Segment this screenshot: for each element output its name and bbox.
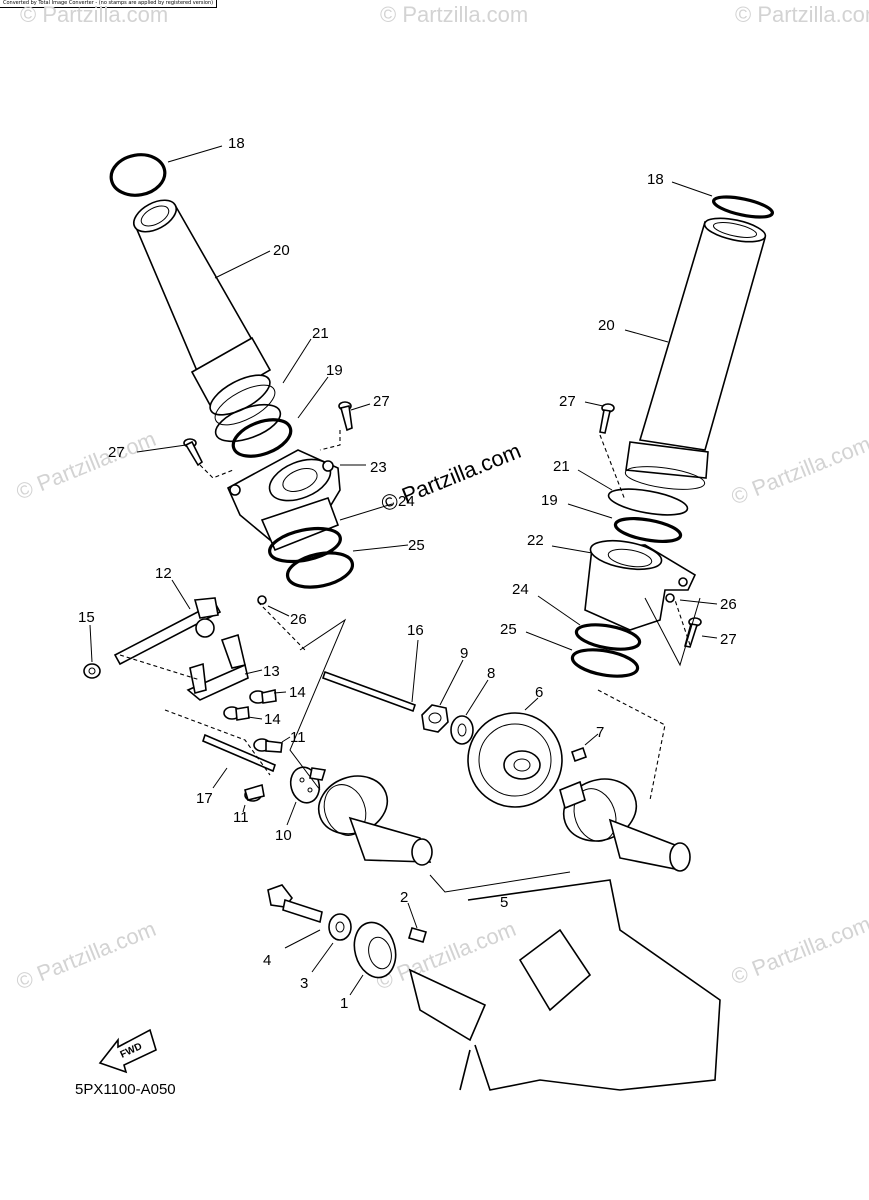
- crankshaft: [408, 879, 721, 1091]
- ring-21-left: [214, 403, 282, 443]
- callout-8: 8: [487, 665, 495, 682]
- bolt-27-right-a: [599, 403, 615, 434]
- callout-15: 15: [78, 609, 95, 626]
- diagram-code: 5PX1100-A050: [75, 1081, 176, 1098]
- plate-10: [289, 766, 327, 804]
- callout-19-left: 19: [326, 362, 343, 379]
- callout-24-left: 24: [398, 493, 415, 510]
- gear-1: [353, 921, 397, 979]
- gear-6: [467, 712, 563, 808]
- o-ring-24-left: [268, 526, 342, 564]
- assembly-line-right: [644, 597, 701, 667]
- key-2: [408, 927, 427, 943]
- callout-21-right: 21: [553, 458, 570, 475]
- o-ring-18-left: [109, 153, 167, 197]
- o-ring-24-right: [574, 623, 642, 651]
- washer-15: [83, 663, 101, 679]
- camshaft-5-right: [559, 778, 691, 872]
- o-ring-25-left: [285, 551, 355, 589]
- camshaft-5-left: [317, 775, 433, 866]
- shaft-12: [113, 597, 222, 666]
- watermark-top-right: © Partzilla.com: [735, 2, 869, 27]
- callout-25-left: 25: [408, 537, 425, 554]
- callout-4: 4: [263, 952, 271, 969]
- o-ring-19-right: [613, 517, 683, 543]
- screw-14-b: [223, 706, 250, 721]
- bolt-4: [267, 884, 323, 924]
- callout-16: 16: [407, 622, 424, 639]
- callout-7: 7: [596, 724, 604, 741]
- callout-23: 23: [370, 459, 387, 476]
- callout-20-left: 20: [273, 242, 290, 259]
- screw-11-b: [244, 783, 265, 802]
- watermark-top-center: © Partzilla.com: [380, 2, 528, 27]
- callout-26-right: 26: [720, 596, 737, 613]
- converter-banner: Converted by Total Image Converter - (no…: [0, 0, 218, 8]
- callout-27-left-a: 27: [108, 444, 125, 461]
- callout-25-right: 25: [500, 621, 517, 638]
- nut-9: [421, 704, 449, 733]
- watermark-left: © Partzilla.com: [13, 426, 160, 505]
- callout-11-a: 11: [290, 729, 306, 746]
- callout-5: 5: [500, 894, 508, 911]
- washer-3: [328, 913, 352, 941]
- assembly-line-left: [289, 618, 347, 791]
- callout-20-right: 20: [598, 317, 615, 334]
- callout-bracket-5: [429, 871, 571, 893]
- tube-20-left: [132, 199, 276, 426]
- screw-14-a: [249, 689, 277, 704]
- callout-9: 9: [460, 645, 468, 662]
- screw-11-a: [253, 738, 283, 753]
- rod-16: [321, 670, 417, 713]
- watermarks: © Partzilla.com © Partzilla.com © Partzi…: [13, 2, 869, 995]
- o-ring-18-right: [712, 195, 774, 219]
- watermark-bottom-right: © Partzilla.com: [728, 911, 869, 990]
- callout-21-left: 21: [312, 325, 329, 342]
- o-ring-19-left: [231, 418, 293, 458]
- bolt-27-left-b: [338, 401, 353, 432]
- callout-27-right-a: 27: [559, 393, 576, 410]
- clip-26-right: [665, 593, 675, 603]
- callout-18-left: 18: [228, 135, 245, 152]
- rod-17: [202, 733, 276, 773]
- callout-19-right: 19: [541, 492, 558, 509]
- callout-2: 2: [400, 889, 408, 906]
- callout-1: 1: [340, 995, 348, 1012]
- leader-lines: [89, 145, 718, 996]
- callout-14-b: 14: [264, 711, 281, 728]
- callout-10: 10: [275, 827, 292, 844]
- watermark-right: © Partzilla.com: [728, 431, 869, 510]
- callout-14-a: 14: [289, 684, 306, 701]
- callout-17: 17: [196, 790, 213, 807]
- callout-18-right: 18: [647, 171, 664, 188]
- callout-3: 3: [300, 975, 308, 992]
- plate-13: [186, 633, 249, 701]
- callout-27-left-b: 27: [373, 393, 390, 410]
- callout-22: 22: [527, 532, 544, 549]
- callout-6: 6: [535, 684, 543, 701]
- holder-22-right: [584, 539, 697, 631]
- callout-13: 13: [263, 663, 280, 680]
- callout-numbers: 18 20 21 19 27 27 23 24 25 26 12 15 13 1…: [78, 135, 737, 1012]
- callout-27-right-b: 27: [720, 631, 737, 648]
- clip-26-left: [257, 595, 267, 605]
- callout-11-b: 11: [233, 809, 249, 826]
- ring-21-right: [607, 488, 689, 516]
- bolt-27-left-a: [183, 438, 204, 467]
- fwd-arrow: FWD: [98, 1028, 157, 1074]
- callout-26-left: 26: [290, 611, 307, 628]
- pin-7: [570, 746, 588, 763]
- callout-12: 12: [155, 565, 172, 582]
- washer-8: [450, 715, 474, 745]
- watermark-bottom-left: © Partzilla.com: [13, 916, 160, 995]
- tube-20-right: [624, 217, 767, 490]
- watermark-top-left: © Partzilla.com: [20, 2, 168, 27]
- o-ring-25-right: [570, 648, 640, 678]
- callout-24-right: 24: [512, 581, 529, 598]
- assembly-dashed-lines: [119, 430, 691, 801]
